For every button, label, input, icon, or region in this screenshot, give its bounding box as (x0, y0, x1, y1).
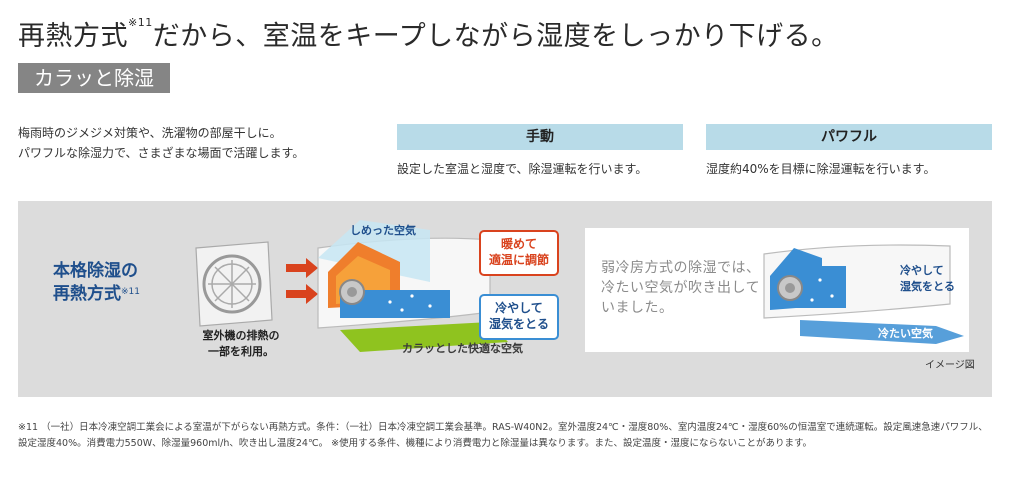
cool-line-2: 湿気をとる (488, 317, 549, 331)
cold-air-label: 冷たい空気 (878, 326, 933, 340)
outdoor-label-line-1: 室外機の排熱の (202, 329, 280, 342)
comparison-line-2: 冷たい空気が吹き出して (601, 280, 761, 296)
comparison-line-3: いました。 (601, 300, 674, 316)
mode-powerful-heading: パワフル (706, 124, 992, 150)
comparison-line-1: 弱冷房方式の除湿では、 (601, 260, 761, 276)
warm-line-2: 適温に調節 (488, 253, 549, 267)
intro-text: 梅雨時のジメジメ対策や、洗濯物の部屋干しに。 パワフルな除湿力で、さまざまな場面… (18, 123, 304, 163)
reheat-title: 本格除湿の 再熱方式※11 (53, 260, 140, 306)
outdoor-heat-label: 室外機の排熱の 一部を利用。 (196, 328, 286, 360)
headline-text: 再熱方式 (18, 21, 128, 52)
dry-air-arrow-icon (340, 322, 508, 352)
warm-line-1: 暖めて (500, 237, 537, 251)
reheat-title-line-2: 再熱方式 (53, 284, 121, 304)
intro-line-2: パワフルな除湿力で、さまざまな場面で活躍します。 (18, 146, 305, 160)
mode-manual-heading: 手動 (397, 124, 683, 150)
weak-indoor-unit-icon (763, 244, 951, 319)
heat-arrows-icon (286, 258, 318, 304)
humid-air-label: しめった空気 (350, 223, 416, 237)
indoor-unit-icon (317, 220, 491, 329)
dry-air-label: カラッとした快適な空気 (402, 341, 523, 355)
cool-callout: 冷やして 湿気をとる (479, 294, 559, 340)
weak-cool-line-1: 冷やして (900, 263, 944, 277)
footnote: ※11 （一社）日本冷凍空調工業会による室温が下がらない再熱方式。条件：（一社）… (18, 422, 988, 449)
mode-powerful-desc: 湿度約40%を目標に除湿運転を行います。 (706, 162, 936, 176)
cold-air-arrow-icon (800, 320, 964, 344)
weak-cool-line-2: 湿気をとる (900, 279, 955, 293)
headline-rest: だから、室温をキープしながら湿度をしっかり下げる。 (152, 21, 839, 52)
image-note: イメージ図 (925, 360, 975, 371)
cool-line-1: 冷やして (495, 301, 543, 315)
page-title: 再熱方式※11だから、室温をキープしながら湿度をしっかり下げる。 (18, 14, 839, 53)
warm-callout: 暖めて 適温に調節 (479, 230, 559, 276)
outdoor-label-line-2: 一部を利用。 (208, 345, 274, 358)
outdoor-unit-icon (195, 241, 273, 327)
comparison-text: 弱冷房方式の除湿では、 冷たい空気が吹き出して いました。 (601, 258, 761, 318)
weak-cooling-diagram: 冷やして 湿気をとる 冷たい空気 (763, 244, 964, 344)
reheat-title-line-1: 本格除湿の (53, 261, 138, 281)
reheat-title-sup: ※11 (121, 287, 140, 297)
mode-manual-desc: 設定した室温と湿度で、除湿運転を行います。 (397, 162, 648, 176)
feature-tag: カラッと除湿 (18, 63, 170, 93)
reheat-diagram: しめった空気 カラッとした快適な空気 (195, 220, 523, 355)
intro-line-1: 梅雨時のジメジメ対策や、洗濯物の部屋干しに。 (18, 126, 282, 140)
headline-footnote-ref: ※11 (128, 16, 153, 29)
